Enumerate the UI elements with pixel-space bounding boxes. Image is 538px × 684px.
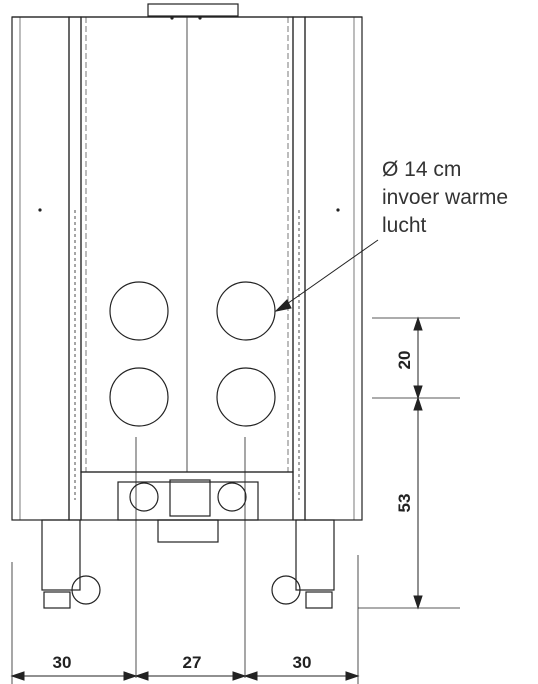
extension-lines bbox=[11, 317, 460, 684]
dim-bottom-left: 30 bbox=[53, 653, 72, 672]
dim-bottom-middle: 27 bbox=[183, 653, 202, 672]
right-leg bbox=[295, 519, 335, 591]
top-cap bbox=[147, 3, 239, 17]
right-side-panel bbox=[304, 16, 363, 521]
callout-line-1: Ø 14 cm bbox=[382, 158, 462, 181]
base-frame bbox=[80, 471, 294, 521]
horizontal-dimension bbox=[10, 671, 360, 681]
inlet-left-lower bbox=[109, 367, 169, 427]
inlet-right-lower bbox=[216, 367, 276, 427]
inlet-left-upper bbox=[109, 281, 169, 341]
callout-line-3: lucht bbox=[382, 214, 427, 237]
callout-line-2: invoer warme bbox=[382, 186, 509, 209]
stove-outline bbox=[11, 3, 363, 609]
right-wheel bbox=[271, 575, 301, 605]
dim-right-lower: 53 bbox=[395, 494, 414, 513]
callout-leader bbox=[274, 239, 379, 312]
inlet-callout: Ø 14 cm invoer warme lucht bbox=[382, 156, 508, 240]
left-wheel bbox=[71, 575, 101, 605]
dim-bottom-right: 30 bbox=[293, 653, 312, 672]
left-leg bbox=[41, 519, 81, 591]
inlet-right-upper bbox=[216, 281, 276, 341]
vertical-dimension bbox=[413, 316, 423, 610]
dim-right-upper: 20 bbox=[395, 351, 414, 370]
rivets bbox=[38, 16, 340, 212]
center-lines bbox=[135, 437, 246, 678]
left-side-panel bbox=[11, 16, 70, 521]
